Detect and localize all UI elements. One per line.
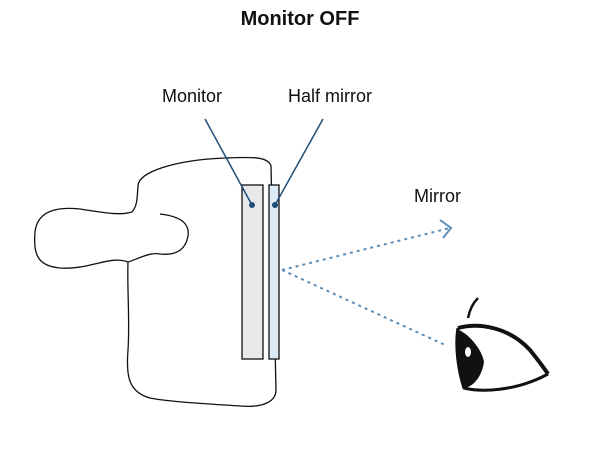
ray-to-eye (281, 269, 446, 346)
camera-body-grip-line (127, 213, 189, 263)
diagram-title: Monitor OFF (240, 8, 360, 30)
label-mirror: Mirror (414, 186, 461, 206)
reflected-ray-to-mirror (281, 227, 451, 271)
label-half-mirror: Half mirror (288, 86, 372, 106)
camera-body-outline (33, 156, 277, 408)
half-mirror-panel (268, 184, 280, 360)
label-monitor: Monitor (162, 86, 223, 106)
half-mirror-leader-line (274, 118, 324, 206)
monitor-leader-dot (249, 202, 255, 208)
ray-arrowhead (439, 219, 453, 239)
half-mirror-leader-dot (272, 202, 278, 208)
monitor-panel (241, 184, 264, 360)
monitor-leader-line (204, 118, 253, 206)
eye-icon (455, 297, 550, 392)
